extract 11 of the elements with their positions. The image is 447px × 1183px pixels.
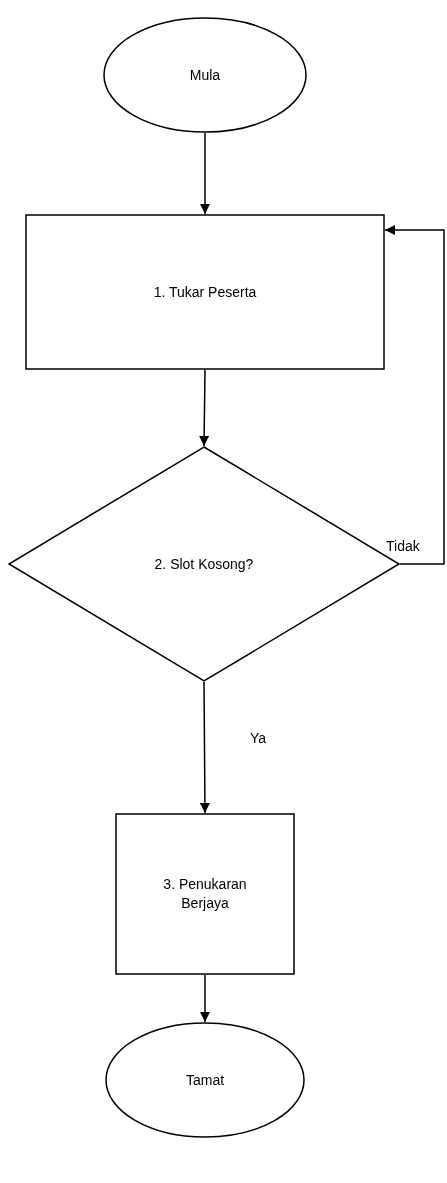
arrow bbox=[199, 681, 210, 814]
arrow bbox=[200, 132, 210, 215]
arrow bbox=[200, 974, 210, 1023]
node-text: Mula bbox=[189, 65, 221, 85]
node-text: Tamat bbox=[185, 1070, 225, 1090]
arrow bbox=[384, 225, 445, 565]
node-text: 2. Slot Kosong? bbox=[154, 554, 254, 574]
arrow bbox=[199, 369, 210, 447]
node-text: 3. Penukaran Berjaya bbox=[162, 875, 248, 913]
edge-label: Tidak bbox=[384, 538, 422, 554]
node-text: 1. Tukar Peserta bbox=[153, 282, 257, 302]
